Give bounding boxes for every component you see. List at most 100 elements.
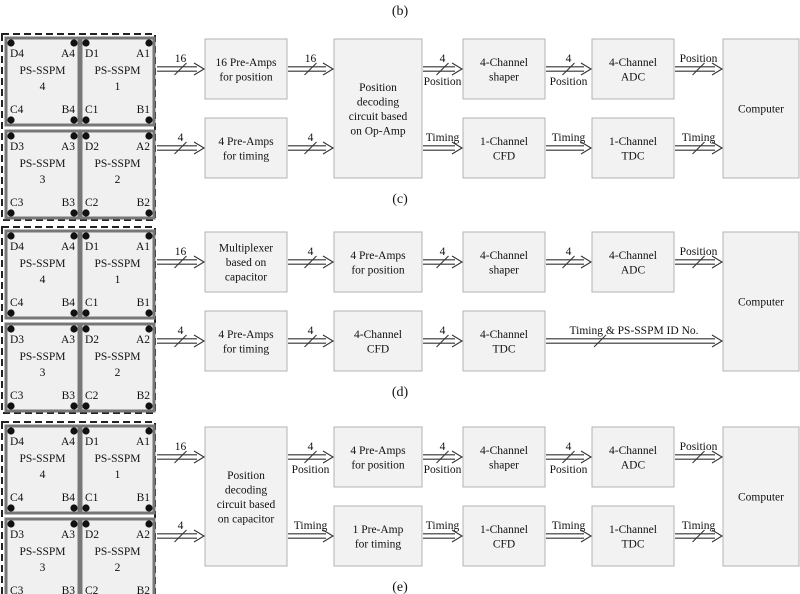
signal-arrow — [423, 62, 464, 76]
link-label-top: 4 — [308, 441, 314, 453]
corner-label-br: B4 — [62, 492, 76, 504]
arrow-head — [193, 62, 206, 76]
signal-link: Timing — [423, 520, 464, 543]
sspm-cell-body — [79, 322, 156, 413]
corner-label-tl: D4 — [10, 241, 24, 253]
panel-caption: (c) — [392, 192, 408, 207]
link-label-top: 4 — [178, 132, 184, 144]
arrow-head — [193, 529, 206, 543]
sspm-cell-body — [79, 424, 156, 515]
block-label: TDC — [622, 150, 645, 162]
link-label-top: 4 — [566, 441, 572, 453]
block-label: ADC — [621, 71, 646, 83]
corner-pin — [70, 132, 78, 140]
link-label-top: Timing — [552, 132, 586, 144]
block-body — [462, 426, 546, 488]
corner-pin — [7, 520, 15, 528]
block-label: shaper — [489, 264, 519, 276]
bus-slash — [304, 255, 317, 269]
block-body — [591, 505, 675, 567]
bus-slash — [174, 450, 187, 464]
signal-link: 4 — [157, 132, 206, 155]
block-label: decoding — [225, 484, 267, 496]
arrow-head — [711, 529, 724, 543]
arrow-head — [451, 255, 464, 269]
signal-link: Position — [675, 246, 724, 269]
signal-arrow — [546, 450, 593, 464]
signal-arrow — [423, 141, 464, 155]
cell-number: 4 — [40, 469, 46, 481]
signal-arrow — [546, 141, 593, 155]
signal-link: 4 — [288, 325, 335, 348]
block-label: 1-Channel — [609, 136, 657, 148]
cell-number: 3 — [40, 562, 46, 574]
arrow-head — [322, 334, 335, 348]
cell-number: 2 — [115, 367, 121, 379]
corner-label-tr: A2 — [136, 529, 150, 541]
block-body — [333, 426, 423, 488]
corner-pin — [82, 504, 90, 512]
corner-label-br: B3 — [62, 585, 76, 594]
arrow-head — [322, 141, 335, 155]
arrow-head — [193, 255, 206, 269]
link-label-top: 4 — [308, 246, 314, 258]
sspm-cell-body — [79, 36, 156, 127]
corner-pin — [82, 427, 90, 435]
block-label: CFD — [493, 538, 515, 550]
arrow-head — [580, 255, 593, 269]
caption-top: (b) — [392, 4, 409, 19]
block-body — [462, 38, 546, 100]
computer-block: Computer — [722, 231, 800, 372]
block-label: 1-Channel — [480, 524, 528, 536]
corner-label-tl: D3 — [10, 334, 24, 346]
cell-number: 3 — [40, 367, 46, 379]
arrow-head — [451, 529, 464, 543]
bus-slash — [174, 255, 187, 269]
link-label-bottom: Position — [550, 76, 588, 88]
link-label-top: 4 — [566, 246, 572, 258]
block-label: for timing — [223, 343, 270, 355]
corner-label-tl: D2 — [85, 141, 99, 153]
link-label-top: Position — [680, 441, 718, 453]
block-label: 4-Channel — [354, 329, 402, 341]
corner-label-bl: C3 — [10, 585, 24, 594]
signal-arrow — [157, 334, 206, 348]
block-body — [333, 505, 423, 567]
signal-arrow — [675, 62, 724, 76]
cell-number: 2 — [115, 174, 121, 186]
signal-arrow — [157, 255, 206, 269]
block-body — [462, 505, 546, 567]
arrow-head — [193, 141, 206, 155]
arrow-head — [322, 62, 335, 76]
block-label: 4-Channel — [480, 445, 528, 457]
corner-pin — [70, 39, 78, 47]
corner-label-bl: C2 — [85, 585, 99, 594]
bus-slash — [436, 450, 449, 464]
corner-pin — [7, 39, 15, 47]
bus-slash — [436, 334, 449, 348]
bus-slash — [562, 62, 575, 76]
corner-pin — [7, 427, 15, 435]
block-body — [333, 310, 423, 372]
signal-link: Position — [675, 53, 724, 76]
arrow-head — [580, 62, 593, 76]
arrow-head — [711, 255, 724, 269]
block-body — [591, 231, 675, 293]
block-label: CFD — [493, 150, 515, 162]
block-label: on capacitor — [218, 513, 275, 525]
corner-label-tr: A4 — [61, 436, 75, 448]
block-label: 4-Channel — [480, 329, 528, 341]
link-label-top: Timing — [682, 132, 716, 144]
link-label-bottom: Position — [292, 464, 330, 476]
corner-pin — [145, 427, 153, 435]
